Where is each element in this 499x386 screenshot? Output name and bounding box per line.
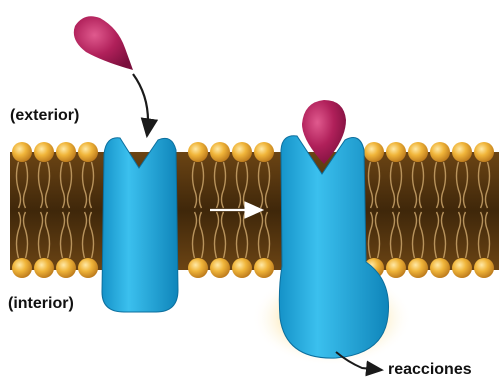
phospholipid-head <box>364 142 384 162</box>
phospholipid-head <box>408 258 428 278</box>
phospholipid-head <box>232 258 252 278</box>
phospholipid-head <box>430 258 450 278</box>
exterior-label: (exterior) <box>10 108 79 124</box>
phospholipid-head <box>386 142 406 162</box>
interior-label: (interior) <box>8 296 74 312</box>
phospholipid-head <box>188 142 208 162</box>
phospholipid-head <box>34 258 54 278</box>
ligand-free <box>74 16 133 70</box>
phospholipid-head <box>474 142 494 162</box>
reactions-label: reacciones <box>388 362 472 378</box>
phospholipid-head <box>474 258 494 278</box>
phospholipid-head <box>56 142 76 162</box>
binding-arrow <box>133 74 148 136</box>
phospholipid-head <box>78 142 98 162</box>
phospholipid-head <box>232 142 252 162</box>
phospholipid-head <box>12 258 32 278</box>
phospholipid-head <box>188 258 208 278</box>
phospholipid-head <box>78 258 98 278</box>
phospholipid-head <box>430 142 450 162</box>
phospholipid-head <box>452 258 472 278</box>
phospholipid-head <box>254 258 274 278</box>
phospholipid-head <box>210 142 230 162</box>
phospholipid-head <box>12 142 32 162</box>
phospholipid-head <box>254 142 274 162</box>
phospholipid-head <box>452 142 472 162</box>
phospholipid-head <box>210 258 230 278</box>
phospholipid-head <box>56 258 76 278</box>
phospholipid-head <box>386 258 406 278</box>
phospholipid-head <box>408 142 428 162</box>
phospholipid-head <box>34 142 54 162</box>
